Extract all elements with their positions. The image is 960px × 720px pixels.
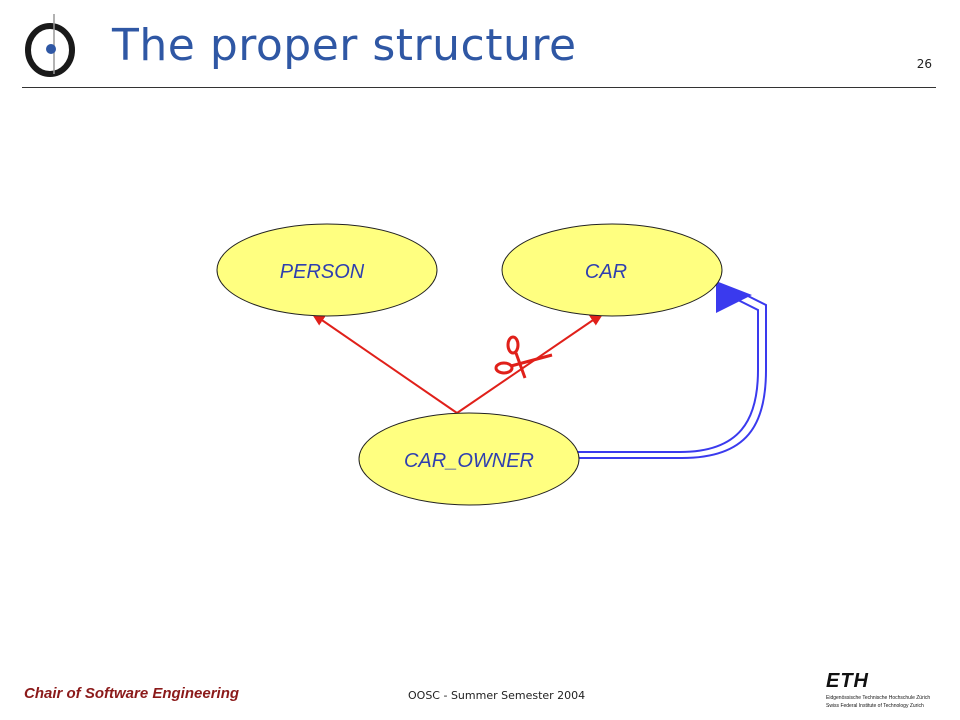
eth-logo: ETH Eidgenössische Technische Hochschule… (826, 670, 938, 714)
node-car-label: CAR (585, 261, 627, 283)
scissors-icon (494, 335, 553, 379)
node-car-owner-label: CAR_OWNER (404, 450, 534, 472)
footer-course: OOSC - Summer Semester 2004 (408, 689, 586, 702)
slide-title: The proper structure (112, 20, 577, 71)
client-arrowhead (716, 281, 752, 313)
eth-line-english: Swiss Federal Institute of Technology Zu… (826, 703, 924, 709)
footer-chair-name: Chair of Software Engineering (24, 685, 240, 702)
node-car: CAR (501, 223, 723, 317)
chair-logo-icon (25, 14, 75, 77)
page-number: 26 (916, 57, 932, 71)
node-person-label: PERSON (280, 261, 365, 283)
title-divider (22, 87, 936, 88)
node-car-owner: CAR_OWNER (358, 412, 580, 506)
node-person: PERSON (216, 223, 438, 317)
edge-car-owner-to-person (311, 312, 458, 414)
edge-car-owner-to-car (456, 312, 604, 414)
eth-wordmark: ETH (826, 670, 869, 692)
edge-car-owner-client-car (578, 292, 767, 459)
eth-line-german: Eidgenössische Technische Hochschule Zür… (826, 695, 931, 701)
